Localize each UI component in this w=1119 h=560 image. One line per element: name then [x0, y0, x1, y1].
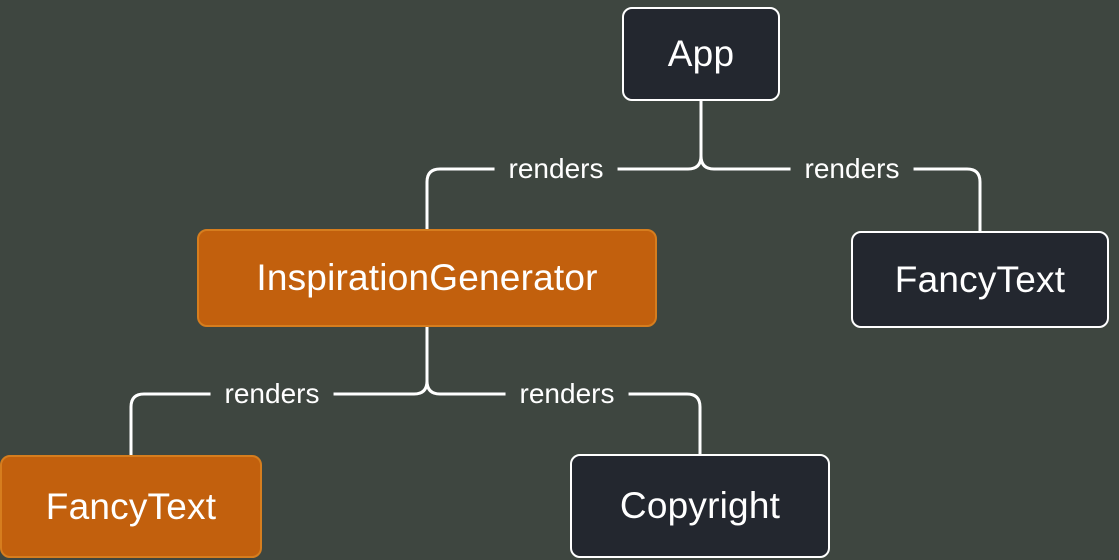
node-inspiration-generator-label: InspirationGenerator: [256, 257, 598, 298]
node-copyright: Copyright: [570, 454, 830, 558]
edge-label-renders-app-fancytext: renders: [790, 150, 914, 188]
node-inspiration-generator: InspirationGenerator: [197, 229, 657, 327]
node-fancy-text-top-right: FancyText: [851, 231, 1109, 328]
node-fancy-text-top-right-label: FancyText: [894, 258, 1066, 300]
edge-label-renders-inspirationgenerator-copyright: renders: [505, 375, 629, 413]
node-app-label: App: [667, 33, 735, 74]
node-app: App: [622, 7, 780, 101]
node-fancy-text-bottom-left-label: FancyText: [45, 485, 217, 527]
edge-label-renders-inspirationgenerator-fancytext: renders: [210, 375, 334, 413]
edge-label-renders-app-inspirationgenerator: renders: [494, 150, 618, 188]
node-copyright-label: Copyright: [619, 485, 781, 526]
node-fancy-text-bottom-left: FancyText: [0, 455, 262, 558]
